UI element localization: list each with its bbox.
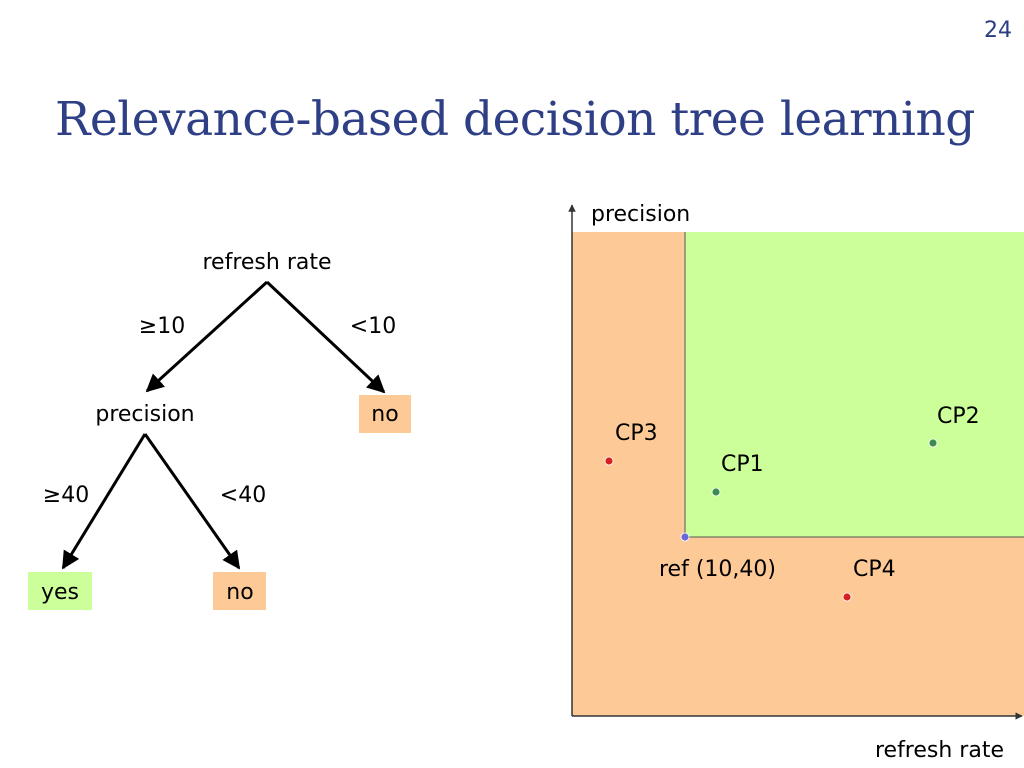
slide-number: 24 [984,18,1012,43]
tree-edge-precision-left [61,433,147,570]
x-axis-label: refresh rate [875,738,1004,763]
tree-root-label: refresh rate [202,250,331,275]
tree-edge-label-lt10: <10 [350,314,396,339]
point-ref [680,532,690,542]
tree-edge-label-ge10: ≥10 [139,314,185,339]
tree-leaf-no-bottom-label: no [226,580,253,605]
tree-edge-root-left [145,280,269,393]
tree-leaf-no-right-label: no [371,402,398,427]
tree-node-precision-label: precision [95,402,194,427]
point-cp1 [711,487,721,497]
tree-edge-precision-right [143,433,241,570]
tree-leaf-no-bottom-box [213,572,266,610]
region-accept [685,232,1024,537]
point-cp4 [842,592,852,602]
point-label-cp1: CP1 [721,452,764,477]
tree-edge-label-lt40: <40 [220,483,266,508]
tree-leaf-yes-label: yes [41,580,79,605]
point-label-ref: ref (10,40) [659,557,776,582]
slide-title: Relevance-based decision tree learning [55,92,975,147]
y-axis-label: precision [591,202,690,227]
point-label-cp3: CP3 [615,421,658,446]
point-cp3 [604,456,614,466]
tree-edge-root-right [265,280,386,394]
tree-edge-label-ge40: ≥40 [43,483,89,508]
point-label-cp2: CP2 [937,404,980,429]
point-label-cp4: CP4 [853,557,896,582]
point-cp2 [928,438,938,448]
tree-leaf-yes-box [28,572,92,610]
tree-leaf-no-right-box [359,395,411,433]
